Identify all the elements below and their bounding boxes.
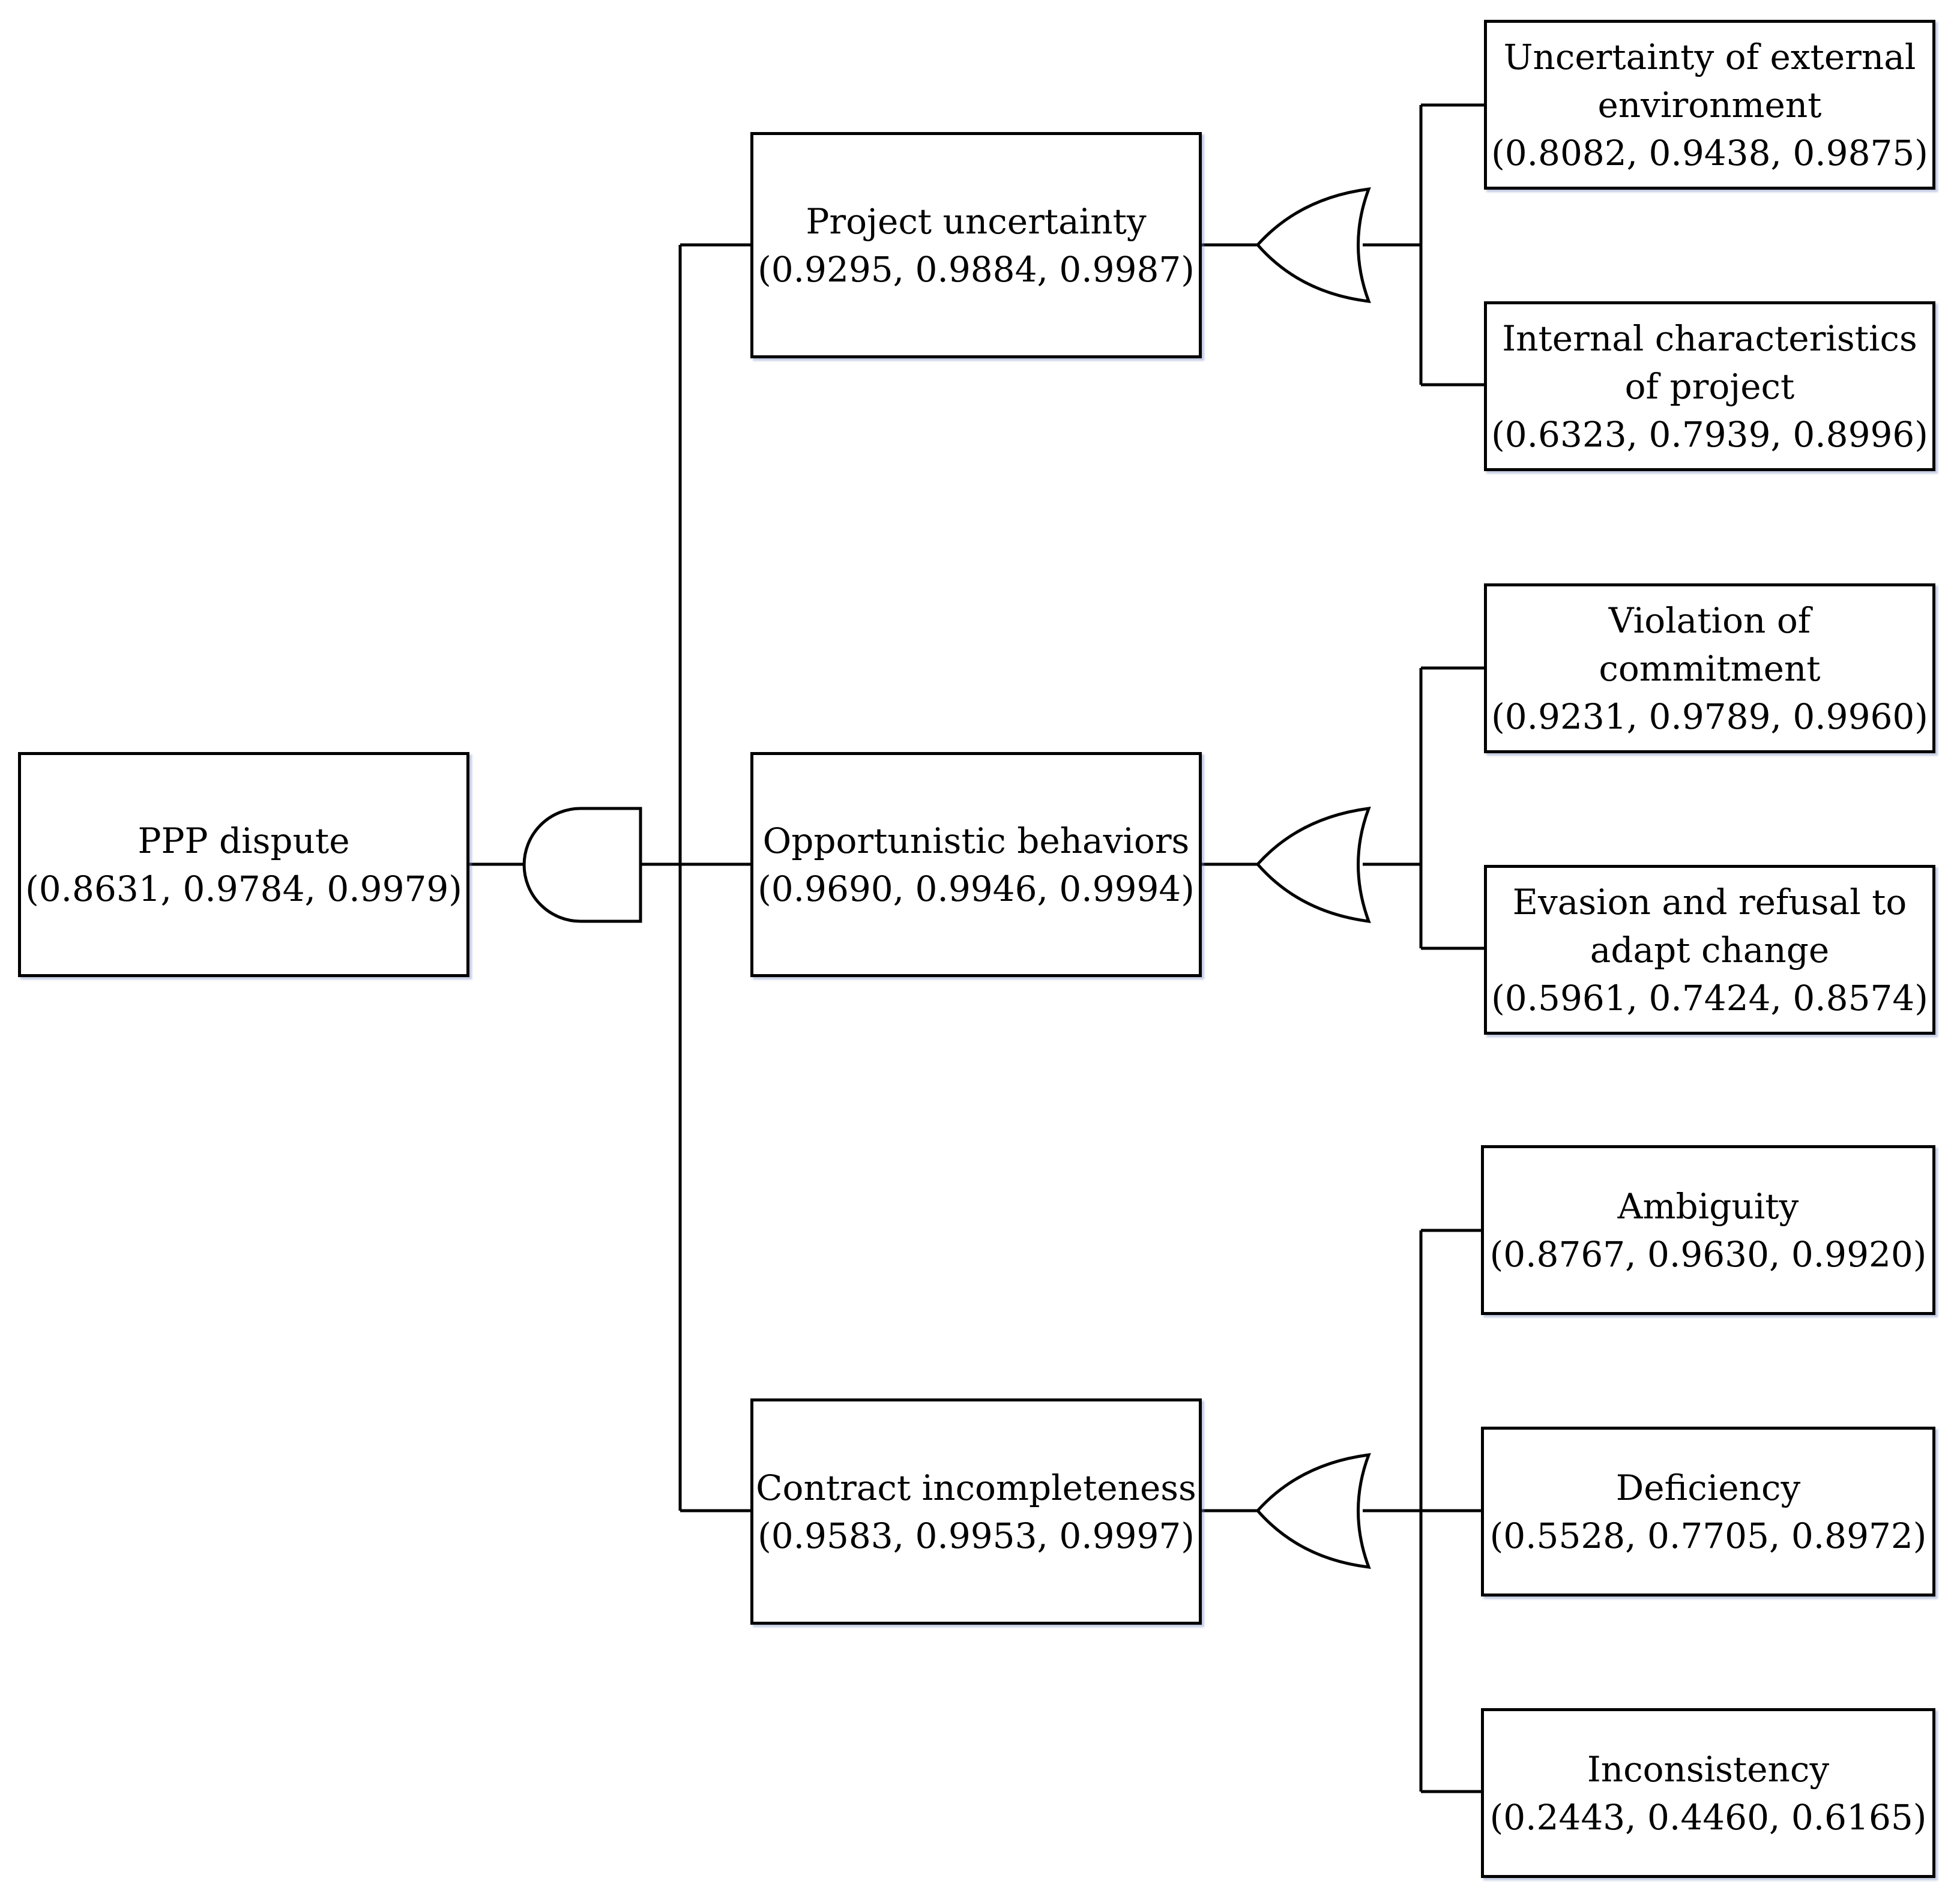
event-name-line-1: Evasion and refusal to [1512, 881, 1907, 922]
top-event-ppp-dispute: PPP dispute (0.8631, 0.9784, 0.9979) [18, 752, 469, 977]
event-project-uncertainty: Project uncertainty (0.9295, 0.9884, 0.9… [750, 132, 1202, 358]
event-name-line-1: Internal characteristics [1502, 318, 1917, 359]
event-values: (0.9690, 0.9946, 0.9994) [758, 868, 1195, 909]
event-name: Ambiguity [1617, 1185, 1799, 1227]
event-values: (0.9295, 0.9884, 0.9987) [758, 248, 1195, 290]
event-values: (0.5528, 0.7705, 0.8972) [1489, 1515, 1927, 1556]
event-ambiguity: Ambiguity (0.8767, 0.9630, 0.9920) [1481, 1145, 1935, 1315]
event-name: PPP dispute [137, 820, 350, 861]
event-uncertainty-of-external-environment: Uncertainty of external environment (0.8… [1484, 20, 1935, 190]
event-name: Inconsistency [1587, 1748, 1830, 1790]
event-name-line-1: Violation of [1608, 600, 1811, 641]
event-values: (0.9583, 0.9953, 0.9997) [758, 1515, 1195, 1556]
event-values: (0.8767, 0.9630, 0.9920) [1489, 1233, 1927, 1275]
event-name-line-2: of project [1624, 366, 1795, 407]
event-violation-of-commitment: Violation of commitment (0.9231, 0.9789,… [1484, 583, 1935, 753]
event-values: (0.9231, 0.9789, 0.9960) [1491, 696, 1928, 737]
or-gate-icon-contract-incompleteness [1255, 1452, 1371, 1569]
event-name: Project uncertainty [806, 200, 1147, 242]
event-name-line-1: Uncertainty of external [1503, 36, 1916, 77]
event-name-line-2: adapt change [1590, 929, 1830, 971]
event-internal-characteristics-of-project: Internal characteristics of project (0.6… [1484, 301, 1935, 471]
or-gate-icon-opportunistic-behaviors [1255, 806, 1371, 924]
or-gate-icon-project-uncertainty [1255, 187, 1371, 303]
event-name: Contract incompleteness [756, 1467, 1196, 1508]
event-values: (0.8082, 0.9438, 0.9875) [1491, 132, 1928, 173]
event-opportunistic-behaviors: Opportunistic behaviors (0.9690, 0.9946,… [750, 752, 1202, 977]
event-values: (0.2443, 0.4460, 0.6165) [1489, 1796, 1927, 1838]
event-values: (0.5961, 0.7424, 0.8574) [1491, 977, 1928, 1019]
event-name-line-2: commitment [1599, 648, 1821, 689]
event-contract-incompleteness: Contract incompleteness (0.9583, 0.9953,… [750, 1398, 1202, 1625]
event-name-line-2: environment [1597, 84, 1822, 125]
event-inconsistency: Inconsistency (0.2443, 0.4460, 0.6165) [1481, 1708, 1935, 1878]
event-deficiency: Deficiency (0.5528, 0.7705, 0.8972) [1481, 1427, 1935, 1597]
event-name: Opportunistic behaviors [762, 820, 1190, 861]
event-name: Deficiency [1615, 1467, 1801, 1508]
and-gate-icon [522, 807, 642, 923]
event-evasion-and-refusal-to-adapt-change: Evasion and refusal to adapt change (0.5… [1484, 865, 1935, 1035]
event-values: (0.8631, 0.9784, 0.9979) [25, 868, 462, 909]
event-values: (0.6323, 0.7939, 0.8996) [1491, 414, 1928, 455]
